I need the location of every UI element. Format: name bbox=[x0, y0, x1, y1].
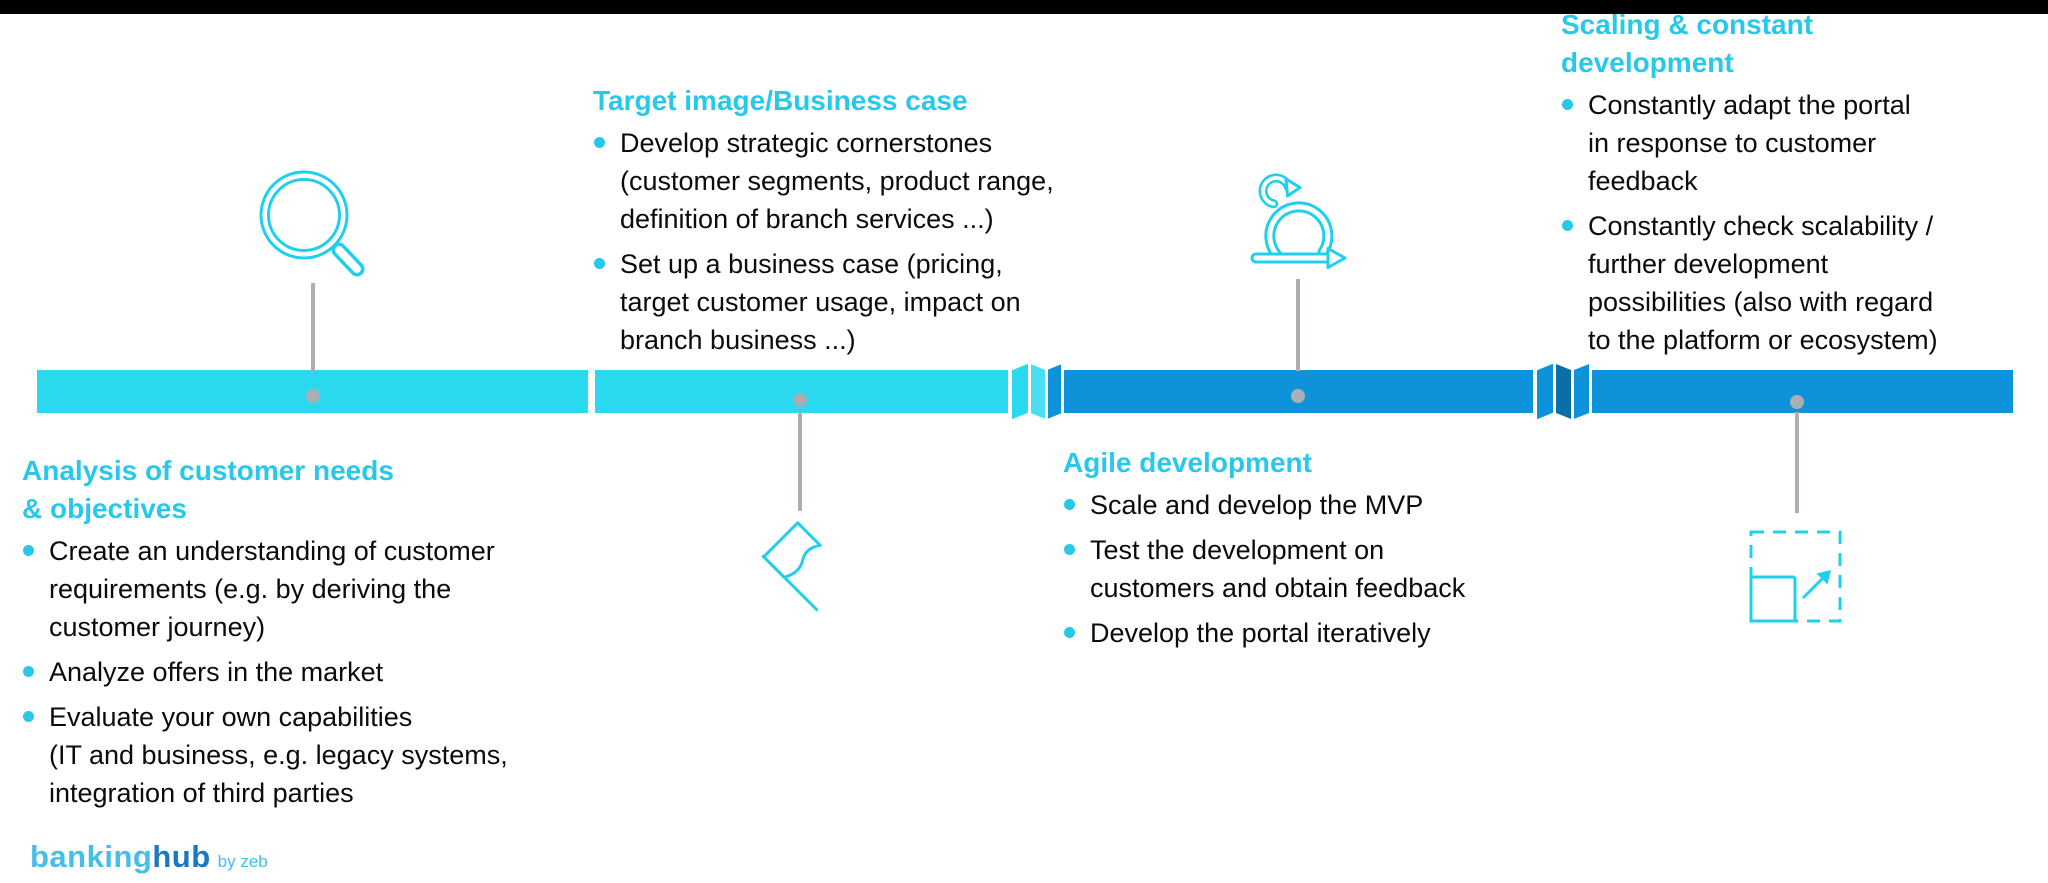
bullet-list: Create an understanding of customer requ… bbox=[22, 532, 662, 812]
logo-byline: by zeb bbox=[217, 852, 268, 871]
bullet-item: Develop the portal iteratively bbox=[1063, 614, 1623, 652]
bullet-item: Constantly check scalability / further d… bbox=[1561, 207, 2048, 359]
timeline-dot-target bbox=[793, 393, 807, 407]
bullet-dot bbox=[1562, 220, 1573, 231]
section-title: Target image/Business case bbox=[593, 85, 968, 116]
bullet-list: Scale and develop the MVP Test the devel… bbox=[1063, 486, 1623, 652]
sprint-loop-icon bbox=[1250, 173, 1347, 269]
magnifier-icon bbox=[259, 170, 365, 277]
bullet-text: Develop strategic cornerstones (customer… bbox=[620, 128, 1054, 234]
timeline-dot-scaling bbox=[1790, 395, 1804, 409]
bullet-text: Constantly check scalability / further d… bbox=[1588, 211, 1938, 355]
fold-strip bbox=[1537, 363, 1553, 420]
bullet-dot bbox=[1562, 99, 1573, 110]
timeline-segment-4 bbox=[1592, 370, 2013, 413]
fold-strip bbox=[1012, 363, 1028, 420]
bullet-item: Evaluate your own capabilities (IT and b… bbox=[22, 698, 662, 812]
bullet-text: Evaluate your own capabilities (IT and b… bbox=[49, 702, 508, 808]
bullet-item: Constantly adapt the portal in response … bbox=[1561, 86, 2048, 200]
scale-up-icon bbox=[1749, 530, 1842, 623]
fold-strip bbox=[1556, 363, 1571, 420]
bullet-text: Set up a business case (pricing, target … bbox=[620, 249, 1021, 355]
bullet-text: Test the development on customers and ob… bbox=[1090, 535, 1466, 603]
logo-brand-light: banking bbox=[30, 839, 153, 874]
bankinghub-logo: bankinghub by zeb bbox=[30, 839, 268, 875]
connector-line-agile bbox=[1296, 279, 1300, 371]
section-analysis: Analysis of customer needs & objectives … bbox=[22, 452, 662, 819]
section-title: Analysis of customer needs & objectives bbox=[22, 455, 394, 524]
bullet-dot bbox=[1064, 627, 1075, 638]
timeline-dot-agile bbox=[1291, 389, 1305, 403]
section-target-image: Target image/Business case Develop strat… bbox=[593, 82, 1113, 366]
section-title: Agile development bbox=[1063, 447, 1312, 478]
flag-icon bbox=[761, 521, 822, 612]
bullet-dot bbox=[1064, 499, 1075, 510]
bullet-item: Test the development on customers and ob… bbox=[1063, 531, 1623, 607]
bullet-text: Constantly adapt the portal in response … bbox=[1588, 90, 1911, 196]
bullet-dot bbox=[1064, 544, 1075, 555]
fold-strip bbox=[1031, 364, 1045, 419]
bullet-text: Scale and develop the MVP bbox=[1090, 490, 1424, 520]
logo-brand-dark: hub bbox=[152, 839, 211, 874]
bullet-item: Analyze offers in the market bbox=[22, 653, 662, 691]
bullet-item: Set up a business case (pricing, target … bbox=[593, 245, 1113, 359]
top-black-bar bbox=[0, 0, 2048, 14]
section-agile: Agile development Scale and develop the … bbox=[1063, 444, 1623, 659]
bullet-item: Scale and develop the MVP bbox=[1063, 486, 1623, 524]
connector-line-scaling bbox=[1795, 412, 1799, 513]
bullet-dot bbox=[23, 666, 34, 677]
bullet-dot bbox=[594, 258, 605, 269]
bullet-dot bbox=[594, 137, 605, 148]
fold-strip bbox=[1574, 363, 1589, 420]
bullet-list: Develop strategic cornerstones (customer… bbox=[593, 124, 1113, 359]
fold-strip bbox=[1048, 364, 1061, 419]
timeline-dot-analysis bbox=[306, 389, 320, 403]
connector-line-analysis bbox=[311, 283, 315, 371]
bullet-item: Develop strategic cornerstones (customer… bbox=[593, 124, 1113, 238]
bullet-text: Analyze offers in the market bbox=[49, 657, 384, 687]
bullet-dot bbox=[23, 711, 34, 722]
bullet-text: Develop the portal iteratively bbox=[1090, 618, 1431, 648]
bullet-list: Constantly adapt the portal in response … bbox=[1561, 86, 2048, 359]
bullet-text: Create an understanding of customer requ… bbox=[49, 536, 495, 642]
section-scaling: Scaling & constant development Constantl… bbox=[1561, 6, 2048, 366]
section-title: Scaling & constant development bbox=[1561, 9, 1814, 78]
bullet-item: Create an understanding of customer requ… bbox=[22, 532, 662, 646]
bullet-dot bbox=[23, 545, 34, 556]
connector-line-target bbox=[798, 412, 802, 511]
